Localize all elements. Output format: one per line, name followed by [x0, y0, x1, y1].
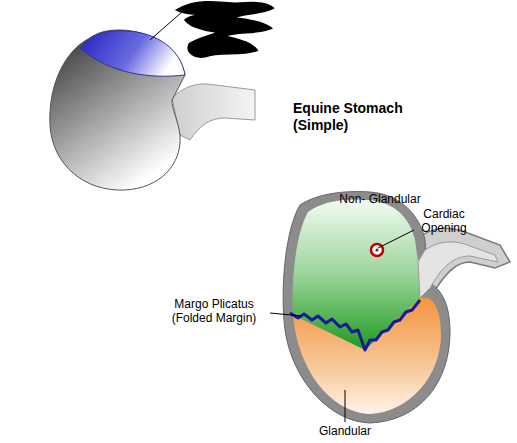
stomach-body [50, 30, 185, 190]
leader-line [345, 390, 346, 422]
duodenum-inner [418, 242, 498, 298]
blue-region [80, 31, 185, 76]
leader-line [270, 313, 302, 316]
leader-line [150, 12, 182, 40]
tube-shape [172, 84, 255, 140]
cardiac-opening-dot [376, 249, 379, 252]
redaction-scribble [178, 2, 272, 56]
cardiac-opening-ring [371, 244, 383, 256]
glandular-region [293, 298, 441, 414]
margo-plicatus-line [290, 300, 420, 350]
leader-line [378, 230, 414, 248]
region-label: Non- Glandular [330, 192, 430, 206]
part-label: Margo Plicatus (Folded Margin) [160, 297, 268, 325]
region-label: Glandular [305, 424, 385, 438]
part-label: Cardiac Opening [412, 207, 476, 235]
diagram-title: Equine Stomach (Simple) [293, 100, 428, 134]
